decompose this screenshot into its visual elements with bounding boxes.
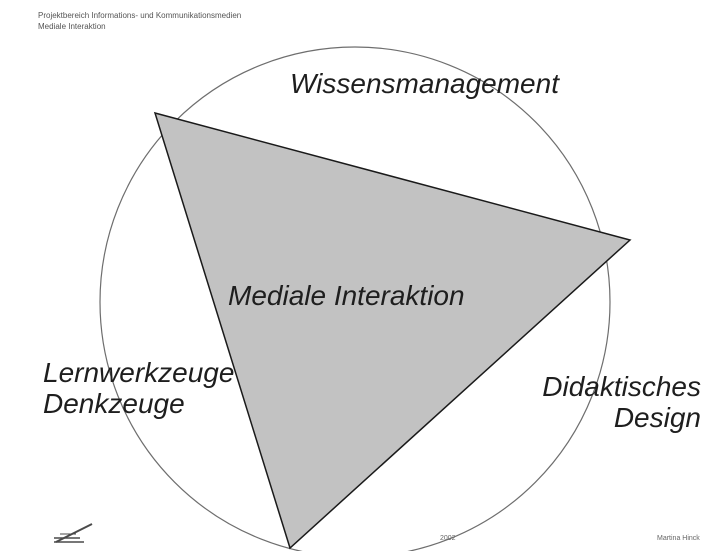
outer-circle <box>99 46 611 551</box>
label-didaktisches-line1: Didaktisches <box>542 371 701 402</box>
label-didaktisches-design: Didaktisches Design <box>542 371 701 434</box>
header-subtitle: Mediale Interaktion <box>38 22 106 31</box>
header-title: Projektbereich Informations- und Kommuni… <box>38 11 242 20</box>
label-denkzeuge-line2: Denkzeuge <box>43 388 185 420</box>
label-mediale-interaktion: Mediale Interaktion <box>228 280 465 311</box>
triangle-shape <box>153 111 632 550</box>
footer-year: 2002 <box>440 535 456 542</box>
stylized-pen-logo-icon <box>54 523 93 543</box>
footer-author: Martina Hinck <box>657 535 700 542</box>
label-lernwerkzeuge: Lernwerkzeuge Denkzeuge <box>43 357 234 420</box>
label-lernwerkzeuge-line1: Lernwerkzeuge <box>43 357 235 388</box>
label-design-line2: Design <box>613 402 701 434</box>
label-wissensmanagement: Wissensmanagement <box>290 68 559 99</box>
